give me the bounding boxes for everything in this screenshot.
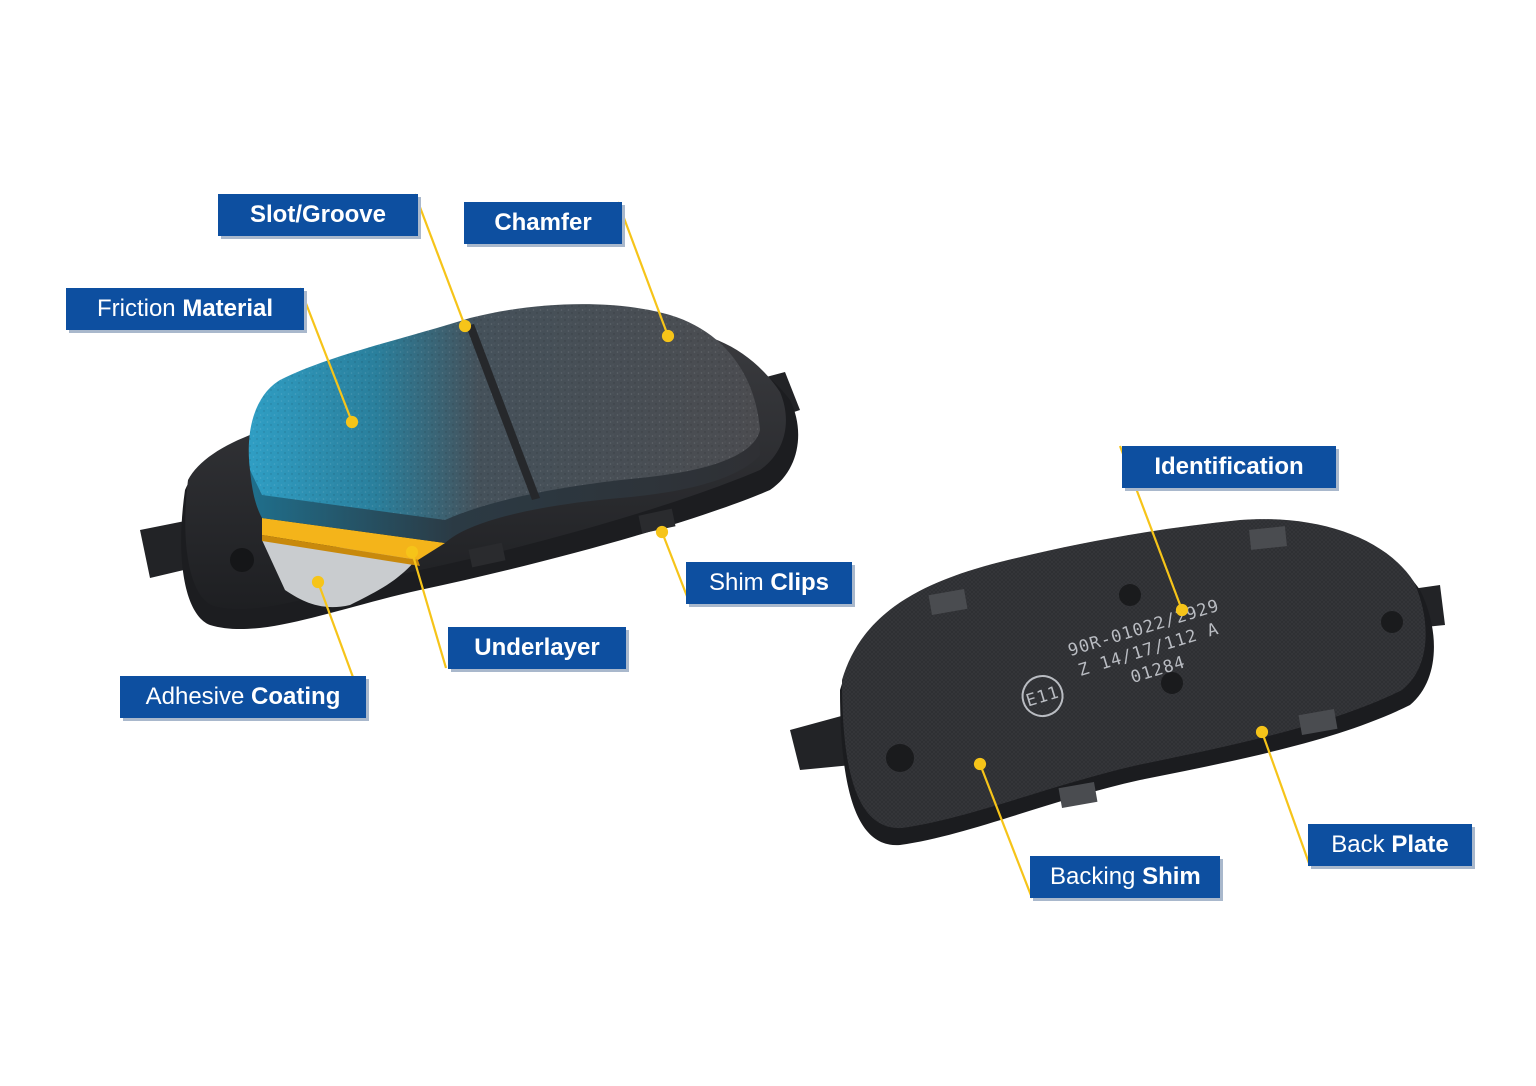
front-brake-pad — [140, 304, 800, 630]
rear-hole-1 — [886, 744, 914, 772]
shim-clip-left — [468, 542, 506, 568]
rear-clip-1 — [928, 589, 968, 615]
rear-left-ear — [790, 715, 852, 770]
label-friction-material: Friction Material — [66, 288, 304, 330]
shim-clip-right — [638, 508, 676, 534]
stamp-circle-mark — [1021, 675, 1064, 718]
label-adhesive-coating-light: Adhesive — [145, 683, 252, 710]
underlayer-layer — [262, 518, 445, 560]
label-slot-groove-bold: Slot/Groove — [249, 201, 387, 228]
label-adhesive-coating-bold: Coating — [251, 683, 341, 710]
slot-groove-cut — [466, 324, 540, 500]
leader-lines — [298, 193, 1312, 899]
leader-back-plate — [1260, 731, 1312, 867]
label-chamfer-bold: Chamfer — [494, 209, 592, 236]
leader-underlayer — [410, 551, 448, 669]
label-shim-clips-bold: Clips — [770, 569, 830, 596]
label-chamfer: Chamfer — [464, 202, 622, 244]
leader-friction-material — [298, 287, 354, 423]
label-shim-clips: Shim Clips — [686, 562, 852, 604]
label-slot-groove: Slot/Groove — [218, 194, 418, 236]
label-adhesive-coating: Adhesive Coating — [120, 676, 366, 718]
label-friction-material-bold: Material — [182, 295, 274, 322]
leader-shim-clips — [660, 531, 692, 605]
label-back-plate-bold: Plate — [1391, 831, 1449, 858]
label-friction-material-light: Friction — [96, 295, 183, 322]
label-backing-shim-light: Backing — [1050, 863, 1143, 890]
label-underlayer-bold: Underlayer — [474, 634, 600, 661]
rear-clip-4 — [1298, 709, 1338, 735]
label-shim-clips-light: Shim — [708, 569, 771, 596]
leader-slot-groove — [413, 193, 467, 327]
rear-brake-pad: E11 90R-01022/2929 Z 14/17/112 A 01284 — [790, 519, 1445, 846]
label-underlayer: Underlayer — [448, 627, 626, 669]
label-back-plate-light: Back — [1331, 831, 1392, 858]
rear-plate-face — [842, 519, 1426, 829]
rear-clip-2 — [1249, 526, 1287, 550]
rear-hole-4 — [1381, 611, 1403, 633]
label-identification: Identification — [1122, 446, 1336, 488]
friction-material-side — [250, 430, 760, 543]
rear-hole-2 — [1119, 584, 1141, 606]
rear-clip-3 — [1058, 782, 1098, 808]
leader-backing-shim — [978, 763, 1034, 899]
rear-hole-3 — [1161, 672, 1183, 694]
plate-hole — [230, 548, 254, 572]
label-identification-bold: Identification — [1154, 453, 1304, 480]
label-back-plate: Back Plate — [1308, 824, 1472, 866]
label-backing-shim: Backing Shim — [1030, 856, 1220, 898]
label-backing-shim-bold: Shim — [1142, 863, 1201, 890]
leader-chamfer — [616, 201, 670, 337]
